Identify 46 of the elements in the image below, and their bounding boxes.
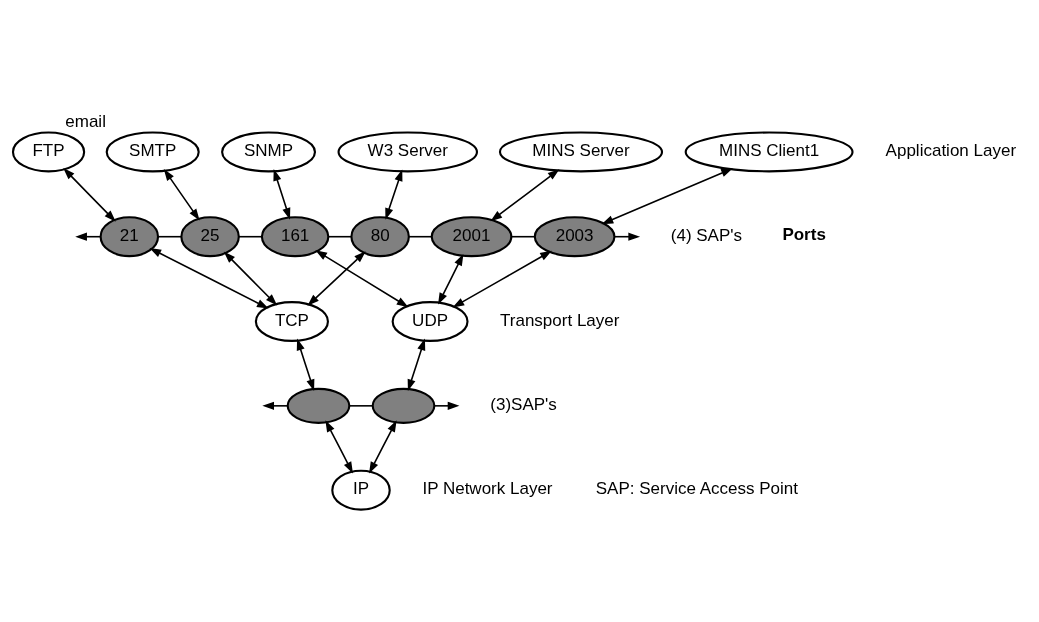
label: Transport Layer [500, 310, 620, 330]
arrow [63, 167, 116, 222]
arrow [315, 249, 409, 307]
connector [510, 235, 536, 237]
connector [327, 235, 353, 237]
node-ellipse: SNMP [221, 130, 317, 172]
node-label: email [65, 111, 106, 131]
node-ellipse: 80 [350, 215, 410, 257]
node-ellipse: MINS Server [498, 130, 664, 172]
arrow [223, 251, 278, 306]
label: IP Network Layer [422, 478, 553, 498]
connector [238, 235, 263, 237]
connector [408, 235, 433, 237]
arrow [601, 167, 733, 224]
arrow [490, 168, 560, 221]
node-ellipse: 25 [180, 215, 240, 257]
node-ellipse: UDP [391, 300, 469, 342]
arrow [407, 338, 426, 391]
arrow [262, 401, 289, 410]
arrow [325, 419, 353, 474]
arrow [438, 253, 464, 305]
arrow [385, 168, 403, 220]
arrow [296, 338, 315, 391]
node-ellipse: IP [331, 469, 391, 511]
node-ellipse: W3 Server [337, 130, 479, 172]
label: (3)SAP's [490, 394, 557, 414]
label: SAP: Service Access Point [595, 478, 798, 498]
node-circle [286, 387, 351, 424]
node-circle [371, 387, 436, 424]
label: (4) SAP's [670, 225, 743, 245]
arrow [433, 401, 460, 410]
arrow [369, 419, 397, 474]
node-ellipse: SMTP [105, 130, 200, 172]
arrow [149, 247, 269, 309]
node-ellipse: 161 [260, 215, 330, 257]
arrow [307, 250, 366, 306]
node-ellipse: 2001 [430, 215, 513, 257]
label: Ports [782, 224, 826, 244]
arrow [452, 250, 552, 308]
arrow [273, 168, 291, 220]
connector [348, 404, 374, 407]
connector [157, 235, 182, 237]
node-ellipse: MINS Client1 [684, 130, 854, 172]
label: Application Layer [885, 140, 1017, 160]
node-ellipse: FTP [11, 130, 86, 172]
arrow [163, 168, 200, 221]
